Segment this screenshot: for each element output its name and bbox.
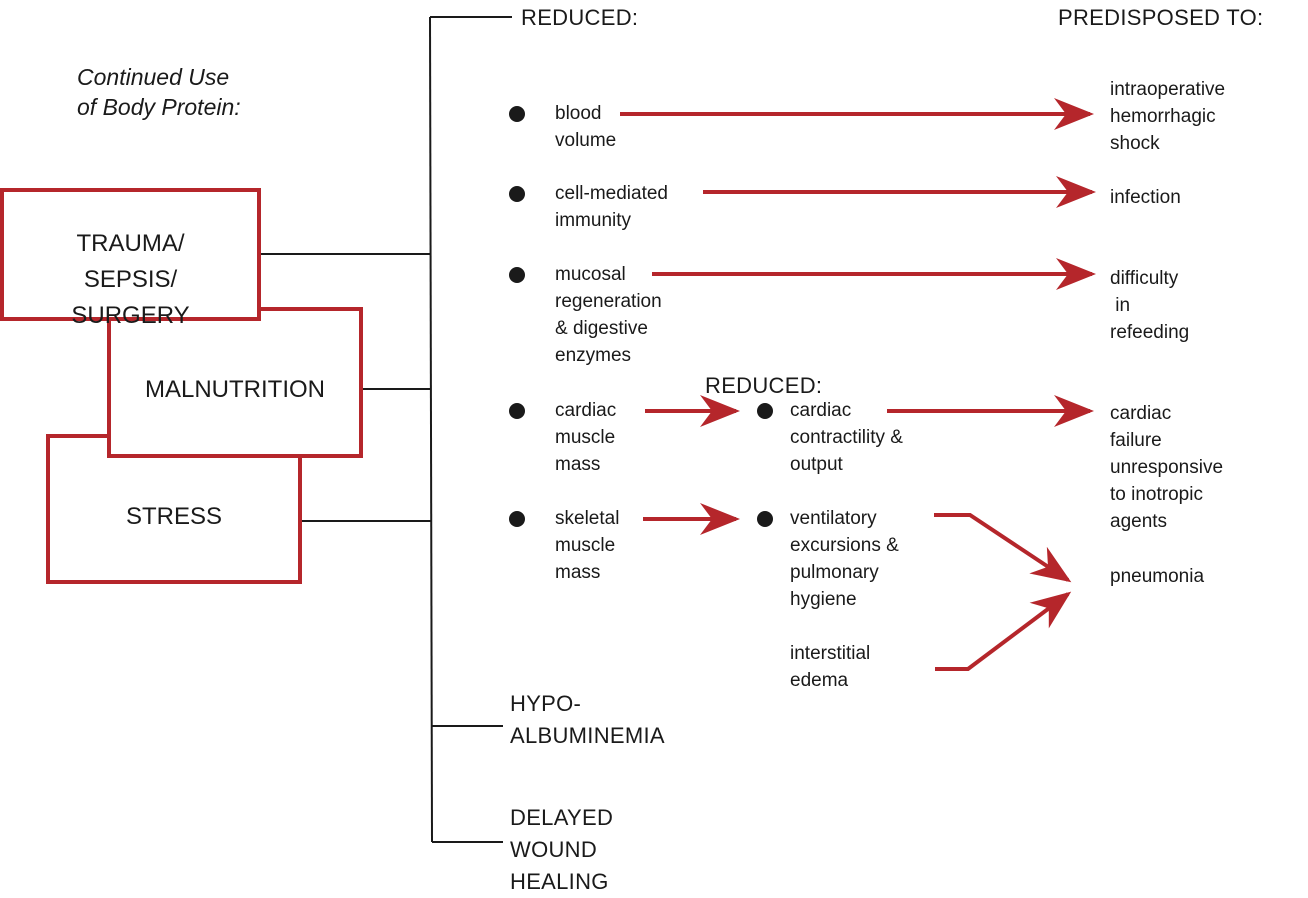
bullet-icon	[509, 267, 525, 283]
reduced-item-mucosal: mucosal regeneration & digestive enzymes	[555, 264, 662, 366]
reduced-item-skeletal-mass: skeletal muscle mass	[555, 508, 620, 583]
outcome-hemorrhagic-shock: intraoperative hemorrhagic shock	[1110, 79, 1226, 154]
secondary-item-edema: interstitial edema	[790, 643, 871, 691]
bullet-icon	[757, 511, 773, 527]
cause-label: MALNUTRITION	[145, 376, 325, 403]
bullet-icon	[509, 511, 525, 527]
bullet-icon	[509, 106, 525, 122]
bracket-vertical-line	[429, 16, 433, 843]
bullet-icon	[509, 186, 525, 202]
effect-hypoalbuminemia: HYPO- ALBUMINEMIA	[510, 691, 665, 748]
predisposed-header: PREDISPOSED TO:	[1058, 5, 1264, 30]
outcome-pneumonia: pneumonia	[1110, 566, 1205, 587]
reduced-item-cardiac-mass: cardiac muscle mass	[555, 400, 617, 475]
effect-delayed-wound-healing: DELAYED WOUND HEALING	[510, 805, 614, 894]
bullet-icon	[509, 403, 525, 419]
outcome-infection: infection	[1110, 187, 1181, 208]
secondary-item-ventilatory: ventilatory excursions & pulmonary hygie…	[790, 508, 899, 610]
bullet-icon	[757, 403, 773, 419]
intro-label: Continued Use of Body Protein:	[77, 64, 241, 120]
cause-box-malnutrition: MALNUTRITION	[107, 307, 363, 458]
arrow-ventilatory	[934, 513, 1072, 583]
cause-label: TRAUMA/ SEPSIS/ SURGERY	[71, 230, 190, 329]
cause-label: STRESS	[125, 503, 223, 530]
reduced-secondary-header: REDUCED:	[705, 373, 823, 398]
outcome-cardiac-failure: cardiac failure unresponsive to inotropi…	[1110, 403, 1224, 532]
reduced-header: REDUCED:	[521, 5, 639, 30]
reduced-item-immunity: cell-mediated immunity	[555, 183, 668, 231]
reduced-item-blood-volume: blood volume	[555, 103, 617, 151]
outcome-refeeding-difficulty: difficulty in refeeding	[1110, 268, 1190, 343]
cause-box-trauma-sepsis-surgery: TRAUMA/ SEPSIS/ SURGERY	[0, 188, 261, 329]
secondary-item-cardiac-contractility: cardiac contractility & output	[790, 400, 903, 475]
arrow-edema	[935, 591, 1072, 671]
